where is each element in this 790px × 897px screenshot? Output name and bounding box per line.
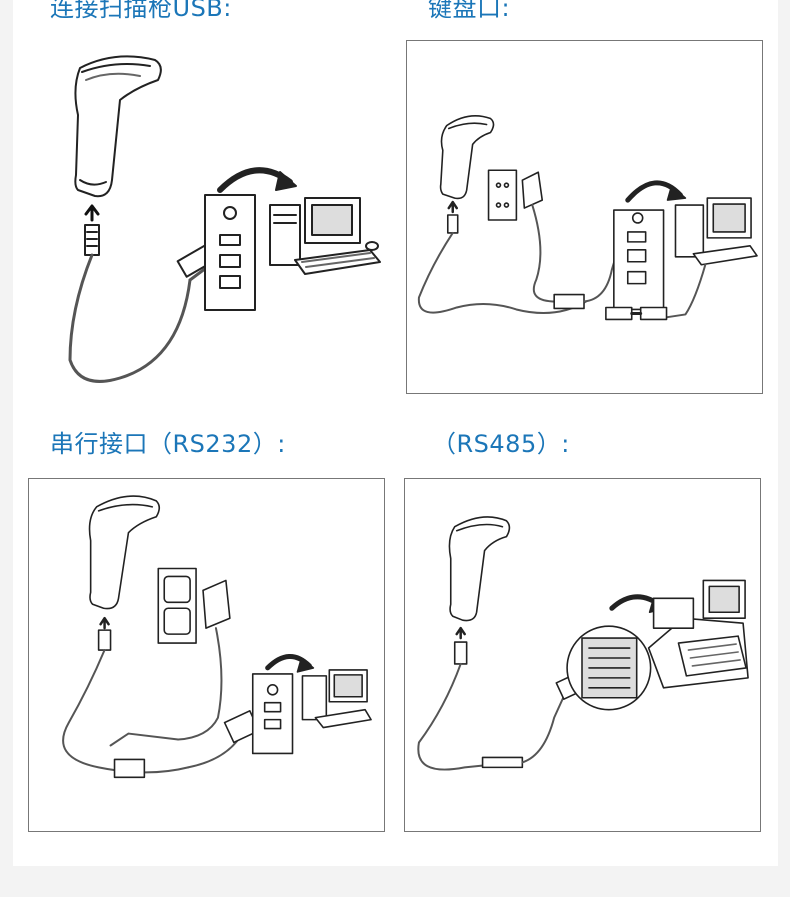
connector-icon [566,625,652,711]
power-adapter-icon [521,171,558,303]
caption-rs485: （RS485）: [432,430,570,458]
barcode-scanner-icon [88,495,161,610]
caption-rs232: 串行接口（RS232）: [50,430,286,458]
barcode-scanner-icon [74,55,162,198]
computer-icon [269,197,381,275]
rs232-illustration [28,478,385,832]
power-outlet-icon [487,169,518,221]
keyboard-illustration [406,40,763,394]
power-adapter-icon [177,579,231,741]
computer-icon [301,669,372,729]
rs485-illustration [404,478,761,832]
barcode-scanner-icon [448,516,511,622]
barcode-scanner-icon [439,115,495,200]
caption-usb: 连接扫描枪USB: [50,0,232,22]
usb-illustration [40,40,390,390]
computer-icon [674,197,758,266]
caption-keyboard: 键盘口: [428,0,511,22]
power-outlet-icon [157,567,197,644]
pos-terminal-icon [652,579,747,677]
